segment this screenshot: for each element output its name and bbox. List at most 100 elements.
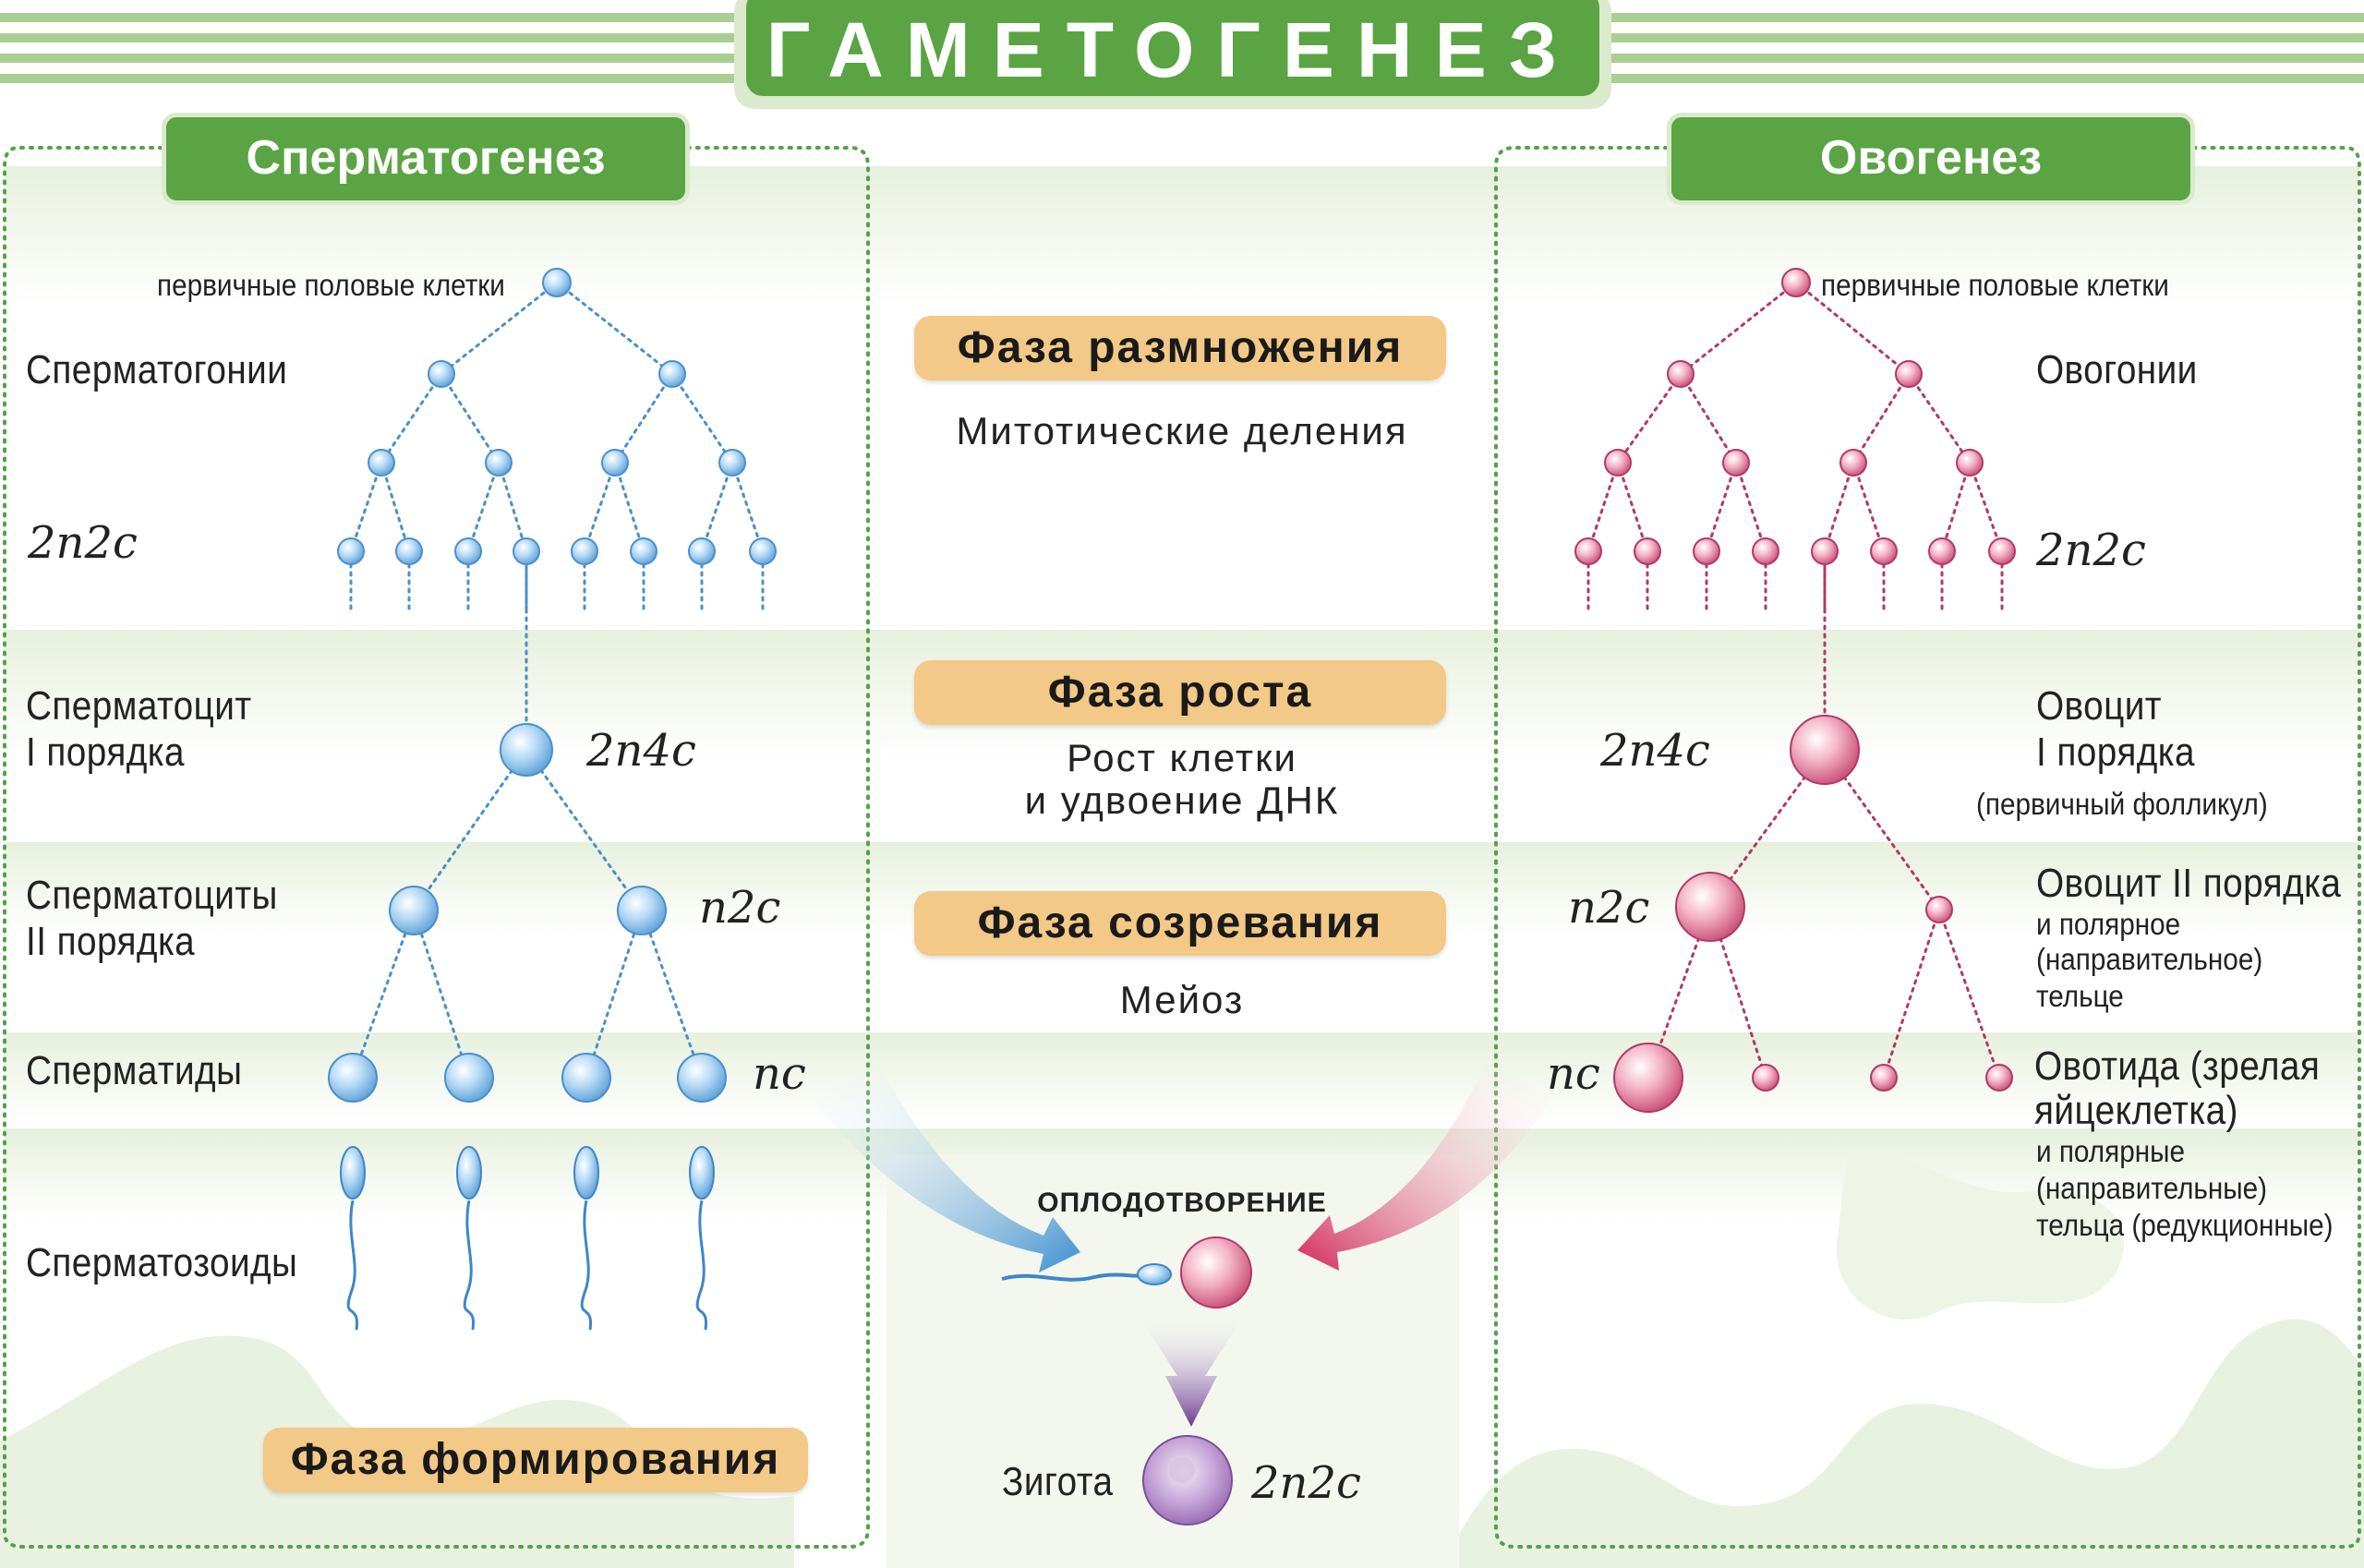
left-top-caption: первичные половые клетки bbox=[157, 268, 505, 302]
spermatid bbox=[444, 1053, 494, 1103]
left-ploidy-nc: nc bbox=[753, 1048, 806, 1100]
oogonium bbox=[1988, 537, 2016, 565]
spermatogonium bbox=[658, 360, 686, 388]
sperm-arrow bbox=[813, 1062, 1080, 1272]
sperm-head bbox=[456, 1146, 482, 1200]
female-link bbox=[1616, 461, 1649, 553]
sperm-tail bbox=[346, 1200, 359, 1331]
polar-body bbox=[1985, 1064, 2013, 1092]
oogonium bbox=[1693, 537, 1720, 565]
oogonium bbox=[1928, 537, 1956, 565]
spermatogonium bbox=[601, 449, 629, 476]
spermatocyte-1 bbox=[500, 723, 553, 777]
spermatogonium bbox=[428, 360, 455, 388]
oocyte2-label-line1: Овоцит II порядка bbox=[2036, 861, 2342, 906]
sperm-tail bbox=[463, 1200, 476, 1331]
male-link bbox=[555, 281, 674, 376]
female-link bbox=[1968, 461, 2004, 553]
left-ploidy-2n2c: 2n2c bbox=[28, 517, 138, 569]
male-link bbox=[351, 909, 416, 1080]
female-link bbox=[1940, 461, 1972, 553]
right-top-caption: первичные половые клетки bbox=[1821, 268, 2169, 302]
female-link bbox=[1679, 281, 1798, 376]
oogonium bbox=[1839, 449, 1867, 476]
desc-maturation: Мейоз bbox=[1119, 978, 1245, 1021]
zygote-nucleus bbox=[1169, 1457, 1195, 1483]
oocyte1-label-line1: Овоцит bbox=[2036, 683, 2162, 729]
spermatocyte2-label-line2: II порядка bbox=[26, 919, 196, 964]
phase-maturation: Фаза созревания bbox=[914, 891, 1446, 956]
spermatozoa-label: Сперматозоиды bbox=[26, 1240, 298, 1285]
male-link bbox=[412, 748, 528, 912]
sperm-head bbox=[689, 1146, 715, 1200]
spermatocyte-2 bbox=[389, 886, 439, 935]
oocyte1-label-line2: I порядка bbox=[2036, 730, 2195, 775]
female-link bbox=[1616, 372, 1683, 464]
female-link bbox=[1907, 372, 1972, 464]
male-link bbox=[700, 461, 734, 553]
spermatocyte1-label-line2: I порядка bbox=[26, 730, 185, 775]
male-link bbox=[730, 461, 765, 553]
spermatogonia-label: Сперматогонии bbox=[26, 347, 288, 392]
female-link bbox=[1586, 461, 1620, 553]
male-link bbox=[380, 372, 443, 464]
spermatogonium bbox=[368, 449, 395, 476]
primary-germ-cell-male bbox=[542, 268, 572, 297]
polar-body bbox=[1870, 1064, 1898, 1092]
male-cells bbox=[328, 268, 777, 1103]
spermatocyte2-label-line1: Сперматоциты bbox=[26, 873, 278, 918]
polar-body bbox=[1752, 1064, 1779, 1092]
spermatogonium bbox=[718, 449, 746, 476]
spermatogonium bbox=[688, 537, 716, 565]
spermatids-label: Спермaтиды bbox=[26, 1048, 243, 1093]
male-link bbox=[440, 372, 501, 464]
spermatogonium bbox=[630, 537, 657, 565]
oogonium bbox=[1634, 537, 1661, 565]
fertilizing-sperm-tail bbox=[1001, 1272, 1151, 1282]
spermatogenesis-header: Сперматогенез bbox=[162, 113, 690, 205]
ootid-label-line2: яйцеклетка) bbox=[2034, 1088, 2238, 1133]
oogonium bbox=[1574, 537, 1602, 565]
male-link bbox=[440, 281, 559, 376]
male-link bbox=[466, 461, 501, 553]
desc-reproduction: Митотические деления bbox=[956, 409, 1408, 452]
right-ploidy-2n4c: 2n4c bbox=[1600, 725, 1710, 777]
male-link bbox=[525, 748, 644, 912]
oocyte-2 bbox=[1675, 872, 1745, 942]
male-link bbox=[380, 461, 411, 553]
female-link bbox=[1708, 905, 1767, 1080]
title-banner bbox=[746, 0, 1599, 96]
male-link bbox=[583, 461, 617, 553]
oocyte2-label-line3: (направительное) bbox=[2036, 942, 2263, 976]
left-ploidy-2n4c: 2n4c bbox=[586, 725, 696, 777]
spermatid bbox=[328, 1053, 378, 1103]
spermatid bbox=[677, 1053, 727, 1103]
spermatid bbox=[561, 1053, 611, 1103]
spermatogonium bbox=[454, 537, 482, 565]
oogonium bbox=[1604, 449, 1632, 476]
male-link bbox=[497, 461, 528, 553]
polar-body bbox=[1925, 896, 1953, 923]
female-link bbox=[1679, 372, 1738, 464]
egg-arrow bbox=[1297, 1062, 1551, 1271]
zygote-label: Зигота bbox=[1002, 1459, 1114, 1504]
spermatogonium bbox=[395, 537, 423, 565]
sperm-tail bbox=[695, 1200, 708, 1331]
phase-growth: Фаза роста bbox=[914, 660, 1446, 725]
spermatogonium bbox=[571, 537, 598, 565]
oogonium bbox=[1752, 537, 1779, 565]
oogonium bbox=[1870, 537, 1898, 565]
left-ploidy-n2c: n2c bbox=[699, 882, 781, 934]
frames bbox=[3, 146, 2361, 1549]
oocyte2-label-line2: и полярное bbox=[2036, 907, 2181, 941]
ootid bbox=[1613, 1043, 1683, 1113]
female-link bbox=[1851, 372, 1911, 464]
fertilizing-sperm-head bbox=[1137, 1263, 1172, 1285]
female-link bbox=[1705, 461, 1738, 553]
female-link bbox=[1851, 461, 1886, 553]
oocyte-1 bbox=[1790, 715, 1860, 785]
sperm-tail bbox=[580, 1200, 593, 1331]
fertilization-label: ОПЛОДОТВОРЕНИЕ bbox=[1037, 1188, 1327, 1218]
spermatogonium bbox=[513, 537, 540, 565]
